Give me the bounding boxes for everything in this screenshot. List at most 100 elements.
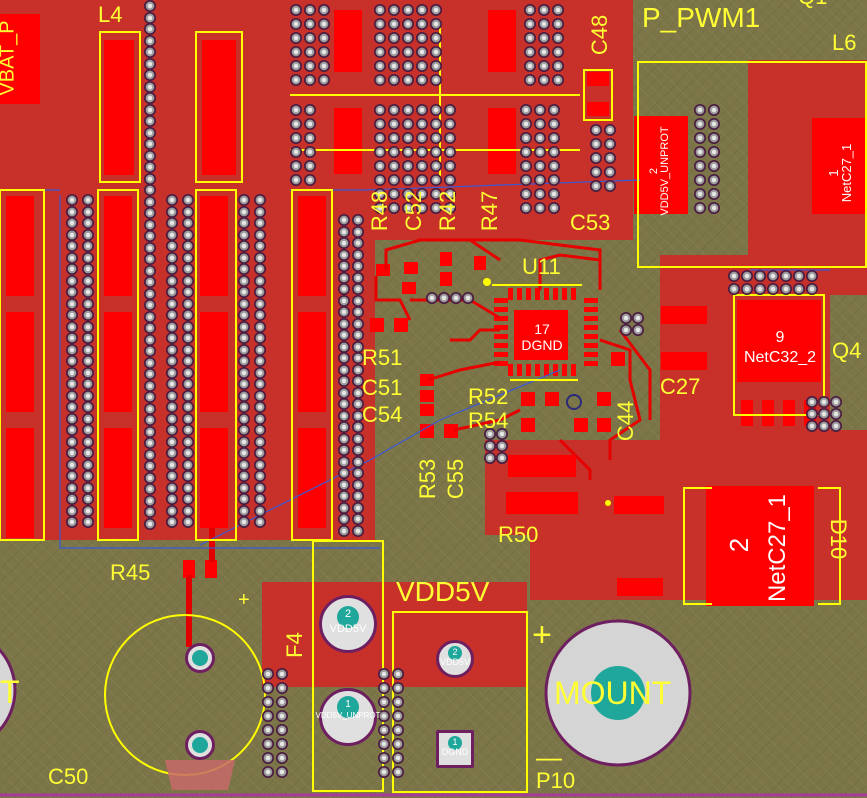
pad-l4-right[interactable] — [202, 40, 236, 175]
pad-r45-1[interactable] — [183, 560, 195, 578]
u11-pin[interactable] — [584, 352, 598, 357]
f4-pad-2[interactable] — [319, 595, 377, 653]
pad-top-center-1[interactable] — [334, 10, 362, 72]
pad-d10-small[interactable] — [617, 578, 663, 596]
u11-pin[interactable] — [584, 325, 598, 330]
pad-bank-b1[interactable] — [104, 196, 132, 296]
pad-c44-2[interactable] — [597, 418, 611, 432]
pad-c44-1[interactable] — [597, 392, 611, 406]
u11-pin[interactable] — [571, 288, 576, 300]
pad-c51-1[interactable] — [420, 374, 434, 386]
pad-u11-thermal[interactable] — [514, 310, 568, 360]
pad-l6-left[interactable] — [634, 116, 688, 214]
u11-pin[interactable] — [562, 288, 567, 300]
pad-bank-a2[interactable] — [6, 312, 34, 412]
pad-q4-main[interactable] — [737, 300, 821, 382]
u11-pin[interactable] — [526, 364, 531, 376]
pad-vbat-p[interactable] — [0, 14, 40, 104]
pad-r47-1[interactable] — [474, 256, 486, 270]
pad-top-center-4[interactable] — [488, 108, 516, 174]
label-r54: R54 — [468, 408, 509, 433]
u11-pin[interactable] — [584, 307, 598, 312]
label-f4: F4 — [281, 632, 307, 658]
u11-pin[interactable] — [517, 364, 522, 376]
u11-pin[interactable] — [544, 364, 549, 376]
pad-c54-1[interactable] — [420, 404, 434, 416]
pad-r50-3[interactable] — [614, 496, 664, 514]
via-field-right — [254, 240, 266, 252]
u11-pin[interactable] — [508, 364, 513, 376]
u11-pin[interactable] — [535, 364, 540, 376]
pad-c51-2[interactable] — [420, 390, 434, 402]
u11-pin[interactable] — [494, 307, 508, 312]
u11-pin[interactable] — [584, 361, 598, 366]
pad-r48-2[interactable] — [404, 262, 418, 274]
pad-d10-main[interactable] — [706, 486, 814, 606]
u11-pin[interactable] — [553, 288, 558, 300]
u11-pin[interactable] — [494, 298, 508, 303]
pad-r52-1[interactable] — [521, 392, 535, 406]
u11-pin[interactable] — [584, 334, 598, 339]
pad-c48-2[interactable] — [587, 102, 609, 116]
pad-bank-a3[interactable] — [6, 428, 34, 538]
pad-q4-pin3[interactable] — [783, 400, 795, 426]
pad-bank-d1[interactable] — [298, 196, 326, 296]
pad-r50-2[interactable] — [506, 492, 578, 514]
u11-pin[interactable] — [526, 288, 531, 300]
pad-r51-2[interactable] — [394, 318, 408, 332]
u11-pin[interactable] — [494, 334, 508, 339]
u11-pin[interactable] — [584, 298, 598, 303]
pad-bank-c1[interactable] — [200, 196, 228, 296]
via-field-mid — [166, 228, 178, 241]
pad-bank-d2[interactable] — [298, 312, 326, 412]
pad-bank-c3[interactable] — [200, 428, 228, 528]
u11-pin[interactable] — [571, 364, 576, 376]
pad-c48-1[interactable] — [587, 72, 609, 86]
u11-pin[interactable] — [494, 352, 508, 357]
u11-pin[interactable] — [584, 316, 598, 321]
via-field-l6 — [694, 174, 706, 186]
pad-c27-1[interactable] — [661, 306, 707, 324]
pad-c52-1[interactable] — [402, 282, 416, 294]
pad-c27-2[interactable] — [661, 352, 707, 370]
pad-top-center-2[interactable] — [488, 10, 516, 72]
pad-r51-1[interactable] — [370, 318, 384, 332]
u11-pin[interactable] — [494, 325, 508, 330]
pad-bank-c2[interactable] — [200, 312, 228, 412]
pad-c55-1[interactable] — [444, 424, 458, 438]
pad-r53-1[interactable] — [420, 424, 434, 438]
pad-l6-right[interactable] — [812, 118, 866, 214]
pad-c53-1[interactable] — [611, 352, 625, 366]
via-field-mid — [182, 263, 194, 275]
u11-pin[interactable] — [494, 343, 508, 348]
pad-r50-1[interactable] — [508, 455, 576, 477]
u11-pin[interactable] — [494, 361, 508, 366]
u11-pin[interactable] — [584, 343, 598, 348]
pad-bank-b3[interactable] — [104, 428, 132, 528]
u11-pin[interactable] — [535, 288, 540, 300]
pad-r42-2[interactable] — [440, 272, 452, 286]
via-field-edge — [352, 478, 364, 491]
u11-pin[interactable] — [517, 288, 522, 300]
pad-r42-1[interactable] — [440, 252, 452, 266]
via-column — [144, 379, 156, 392]
pad-r54-1[interactable] — [521, 418, 535, 432]
pad-bank-a1[interactable] — [6, 196, 34, 296]
pad-bank-d3[interactable] — [298, 428, 326, 528]
pad-r52-2[interactable] — [545, 392, 559, 406]
pad-top-center-3[interactable] — [334, 108, 362, 174]
pad-c27-small[interactable] — [574, 418, 588, 432]
via-column — [144, 34, 156, 47]
u11-pin[interactable] — [544, 288, 549, 300]
pad-bank-b2[interactable] — [104, 312, 132, 412]
pad-q4-pin1[interactable] — [741, 400, 753, 426]
u11-pin[interactable] — [562, 364, 567, 376]
pad-q4-pin2[interactable] — [762, 400, 774, 426]
pad-r45-2[interactable] — [205, 560, 217, 578]
u11-pin[interactable] — [553, 364, 558, 376]
via-field-top-center — [416, 4, 428, 16]
u11-pin[interactable] — [508, 288, 513, 300]
u11-pin[interactable] — [494, 316, 508, 321]
pad-l4-left[interactable] — [104, 40, 134, 175]
